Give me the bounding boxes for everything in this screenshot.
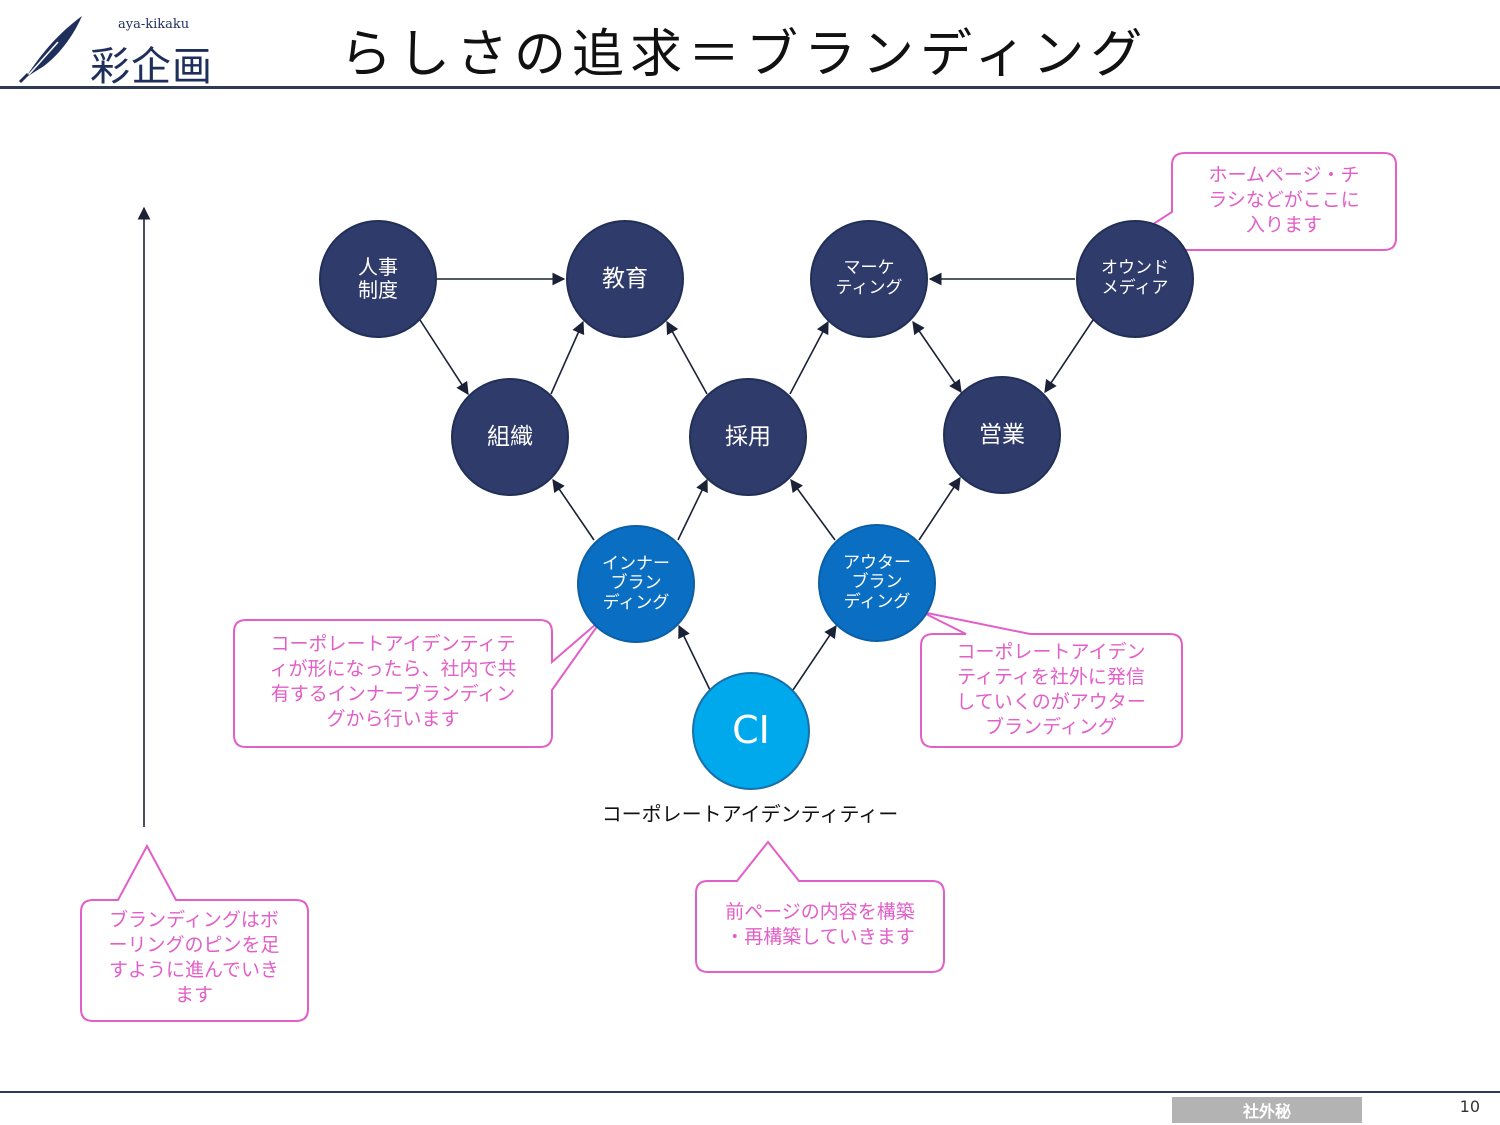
callout-bowling-shape [80, 843, 309, 1022]
node-marketing: マーケ ティング [810, 220, 928, 338]
node-eigyou: 営業 [943, 376, 1061, 494]
confidential-badge: 社外秘 [1172, 1097, 1362, 1123]
callout-bowling-text: ブランディングはボ ーリングのピンを足 すように進んでいき ます [108, 909, 280, 1007]
arrow-saiyou-to-marketing [789, 320, 829, 395]
arrow-inner-to-soshiki [552, 478, 595, 541]
callout-prev-page-text: 前ページの内容を構築 ・再構築していきます [725, 901, 915, 949]
arrow-ci-to-inner [678, 624, 711, 691]
arrow-outer-to-eigyou [918, 476, 961, 541]
arrow-soshiki-to-kyouiku [550, 320, 585, 395]
logo-name: 彩企画 [90, 44, 213, 90]
node-outer-branding: アウター ブラン ディング [818, 524, 936, 642]
callout-outer-shape [920, 611, 1183, 748]
arrow-owned-to-eigyou [1044, 319, 1094, 394]
node-ci: CI [692, 672, 810, 790]
arrow-saiyou-to-kyouiku [666, 320, 708, 395]
logo-subtitle: aya-kikaku [118, 17, 190, 32]
arrow-inner-to-saiyou [677, 478, 708, 541]
node-owned-media: オウンド メディア [1076, 220, 1194, 338]
footer-divider [0, 1091, 1500, 1093]
arrow-outer-to-saiyou [790, 478, 836, 541]
arrow-marketing-eigyou [912, 320, 962, 394]
callout-inner-shape [233, 617, 604, 748]
page-number: 10 [1459, 1097, 1480, 1116]
arrow-ci-to-outer [792, 624, 837, 691]
page-title: らしさの追求＝ブランディング [340, 25, 1149, 85]
header-divider [0, 86, 1500, 89]
node-soshiki: 組織 [451, 378, 569, 496]
company-logo: aya-kikaku 彩企画 [18, 12, 218, 90]
node-kyouiku: 教育 [566, 220, 684, 338]
feather-quill-icon [18, 16, 82, 84]
callout-inner-text: コーポレートアイデンティテ ィが形になったら、社内で共 有するインナーブランディ… [269, 633, 517, 731]
callout-prev-page-shape [695, 840, 945, 973]
callout-homepage-text: ホームページ・チ ラシなどがここに 入ります [1208, 164, 1360, 237]
node-saiyou: 採用 [689, 378, 807, 496]
ci-caption: コーポレートアイデンティティー [601, 802, 899, 826]
callout-outer-text: コーポレートアイデン ティティを社外に発信 していくのがアウター ブランディング [956, 641, 1146, 739]
node-inner-branding: インナー ブラン ディング [577, 525, 695, 643]
arrow-jinji-to-soshiki [419, 319, 469, 396]
node-jinji-seido: 人事 制度 [319, 220, 437, 338]
